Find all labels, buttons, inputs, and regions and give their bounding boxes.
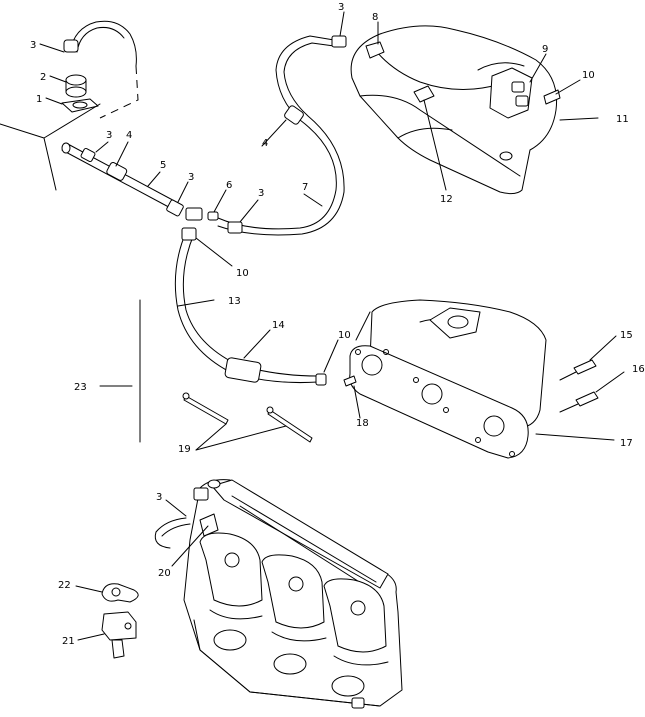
callout-4: 4 (262, 138, 268, 149)
exhaust-manifold (343, 299, 599, 459)
long-bolts (182, 392, 313, 443)
hose-clamp (181, 227, 197, 241)
gasket-port (421, 383, 443, 405)
filler-cap-assembly (61, 20, 139, 119)
boundary-lines (0, 103, 371, 443)
callout-3: 3 (338, 2, 344, 13)
bolt (575, 391, 599, 407)
sensor-probe (111, 639, 125, 659)
fitting (193, 487, 209, 501)
callout-19: 19 (178, 444, 191, 455)
callout-12: 12 (440, 194, 453, 205)
hose-clamp (315, 373, 327, 386)
cylinder (261, 554, 325, 629)
callout-17: 17 (620, 438, 633, 449)
callout-1: 1 (36, 94, 42, 105)
callout-4: 4 (126, 130, 132, 141)
fuel-hose-assembly (61, 35, 347, 386)
stud (343, 375, 357, 387)
callout-18: 18 (356, 418, 369, 429)
gasket-port (483, 415, 505, 437)
sensor-assembly (101, 583, 139, 659)
exhaust-clamp (365, 41, 385, 59)
hose-sleeve (224, 357, 262, 383)
callout-3: 3 (30, 40, 36, 51)
tee-fitting (185, 207, 203, 221)
callout-13: 13 (228, 296, 241, 307)
callout-21: 21 (62, 636, 75, 647)
gasket-port (361, 354, 383, 376)
head-cover (211, 479, 389, 589)
hose-clamp (166, 199, 184, 217)
callout-3: 3 (156, 492, 162, 503)
callout-2: 2 (40, 72, 46, 83)
callout-11: 11 (616, 114, 629, 125)
callout-7: 7 (302, 182, 308, 193)
callout-23: 23 (74, 382, 87, 393)
filler-neck (65, 74, 87, 86)
sensor-body (101, 611, 137, 641)
hose-clamp (284, 105, 304, 125)
callout-22: 22 (58, 580, 71, 591)
callout-labels: 3 2 1 3 4 5 3 6 3 7 4 3 8 9 10 11 12 10 … (30, 2, 645, 647)
rubber-mount (489, 67, 533, 119)
cylinder-block (154, 479, 403, 709)
cylinder (323, 578, 387, 653)
hose-clamp (80, 147, 96, 163)
hose-sleeve (106, 162, 128, 181)
callout-5: 5 (160, 160, 166, 171)
callout-6: 6 (226, 180, 232, 191)
bolt (573, 359, 597, 375)
callout-14: 14 (272, 320, 285, 331)
hose-clamp (331, 35, 347, 48)
callout-10: 10 (236, 268, 249, 279)
callout-20: 20 (158, 568, 171, 579)
leader-lines (39, 11, 625, 641)
callout-16: 16 (632, 364, 645, 375)
callout-3: 3 (258, 188, 264, 199)
callout-3: 3 (188, 172, 194, 183)
hose-clamp (227, 221, 243, 234)
cylinder (199, 532, 263, 607)
callout-10: 10 (338, 330, 351, 341)
callout-9: 9 (542, 44, 548, 55)
callout-10: 10 (582, 70, 595, 81)
hose-clamp (63, 39, 79, 53)
callout-8: 8 (372, 12, 378, 23)
exhaust-clamp (413, 85, 435, 103)
callout-3: 3 (106, 130, 112, 141)
exhaust-pipe (350, 25, 561, 195)
callout-15: 15 (620, 330, 633, 341)
